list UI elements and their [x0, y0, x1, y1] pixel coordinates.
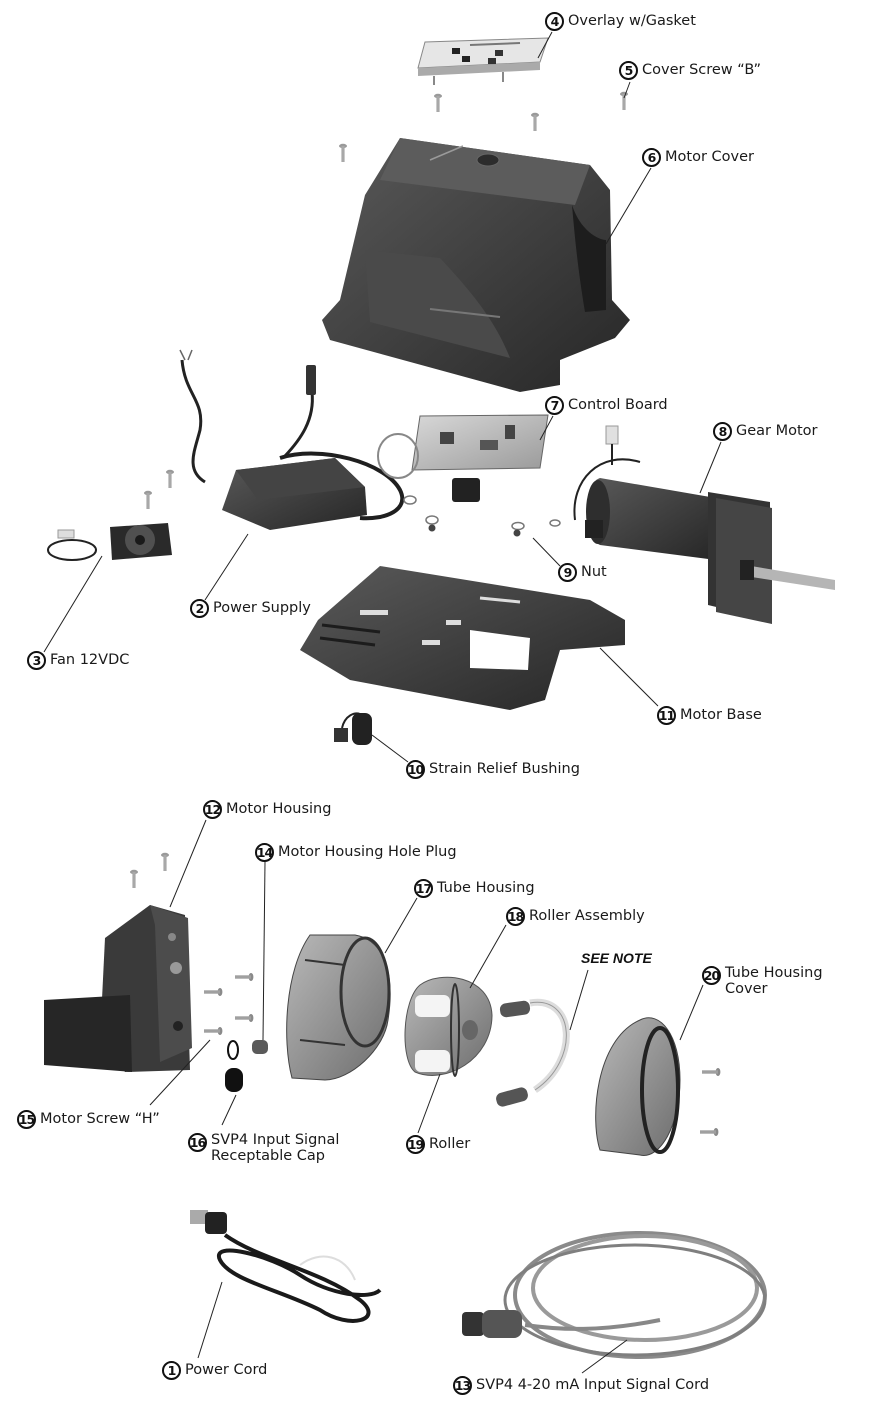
callout-number-badge: 11 [657, 706, 676, 725]
callout-label: Motor Screw “H” [40, 1110, 160, 1127]
callout-number-badge: 2 [190, 599, 209, 618]
callout-label: SVP4 Input Signal Receptable Cap [211, 1132, 340, 1164]
callout-number-badge: 7 [545, 396, 564, 415]
tube-housing-cover-part [595, 1017, 681, 1156]
callout-2: 2 Power Supply [190, 599, 311, 618]
motor-housing-hole-plug-part [252, 1040, 268, 1054]
callout-number-badge: 3 [27, 651, 46, 670]
screw-icon [531, 112, 539, 131]
callout-number-badge: 12 [203, 800, 222, 819]
callout-label: Tube Housing [437, 879, 535, 896]
callout-10: 10 Strain Relief Bushing [406, 760, 580, 779]
callout-label: Nut [581, 563, 607, 580]
callout-label: Roller [429, 1135, 471, 1152]
callout-3: 3 Fan 12VDC [27, 651, 129, 670]
motor-cover-part [322, 138, 630, 392]
callout-label: Strain Relief Bushing [429, 760, 580, 777]
screw-icon [204, 988, 223, 996]
nut-part [511, 519, 561, 537]
callout-17: 17 Tube Housing [414, 879, 535, 898]
callout-label: Tube Housing Cover [725, 965, 823, 997]
callout-9: 9 Nut [558, 563, 607, 582]
callout-16: 16 SVP4 Input Signal Receptable Cap [188, 1132, 340, 1165]
callout-label: Fan 12VDC [50, 651, 130, 668]
screw-icon [235, 1014, 254, 1022]
callout-7: 7 Control Board [545, 396, 668, 415]
overlay-gasket-part [417, 37, 549, 85]
roller-assembly-part [404, 976, 493, 1077]
callout-12: 12 Motor Housing [203, 800, 331, 819]
screw-icon [166, 469, 174, 488]
receptacle-cap-part [225, 1040, 243, 1092]
screw-icon [161, 852, 169, 871]
power-cord-part [190, 1210, 382, 1323]
screw-icon [144, 490, 152, 509]
callout-number-badge: 1 [162, 1361, 181, 1380]
callout-6: 6 Motor Cover [642, 148, 754, 167]
callout-18: 18 Roller Assembly [506, 907, 645, 926]
fan-part [47, 523, 172, 561]
callout-label: Gear Motor [736, 422, 818, 439]
screw-icon [339, 143, 347, 162]
signal-cord-part [462, 1231, 767, 1359]
tube-housing-part [286, 934, 391, 1081]
gear-motor-part [573, 425, 835, 624]
callout-label: Motor Housing [226, 800, 332, 817]
callout-number-badge: 15 [17, 1110, 36, 1129]
callout-11: 11 Motor Base [657, 706, 762, 725]
callout-number-badge: 6 [642, 148, 661, 167]
screw-icon [702, 1068, 721, 1076]
callout-20: 20 Tube Housing Cover [702, 965, 823, 998]
screw-icon [700, 1128, 719, 1136]
pump-tube-part [496, 998, 570, 1107]
see-note-label: SEE NOTE [581, 950, 652, 966]
strain-relief-bushing-part [334, 712, 372, 745]
power-supply-part [179, 349, 405, 530]
callout-label: Power Supply [213, 599, 311, 616]
callout-19: 19 Roller [406, 1135, 470, 1154]
callout-14: 14 Motor Housing Hole Plug [255, 843, 457, 862]
screw-icon [204, 1027, 223, 1035]
callout-number-badge: 5 [619, 61, 638, 80]
callout-number-badge: 14 [255, 843, 274, 862]
callout-label: Overlay w/Gasket [568, 12, 696, 29]
callout-label: Roller Assembly [529, 907, 645, 924]
callout-number-badge: 18 [506, 907, 525, 926]
callout-number-badge: 16 [188, 1133, 207, 1152]
callout-number-badge: 17 [414, 879, 433, 898]
callout-number-badge: 13 [453, 1376, 472, 1395]
leader-lines [43, 31, 722, 1374]
callout-label: SVP4 4-20 mA Input Signal Cord [476, 1376, 710, 1393]
motor-housing-part [44, 905, 192, 1072]
control-board-part [377, 414, 549, 532]
callout-4: 4 Overlay w/Gasket [545, 12, 696, 31]
screw-icon [620, 91, 628, 110]
screw-icon [434, 93, 442, 112]
motor-base-part [300, 566, 625, 710]
screw-icon [130, 869, 138, 888]
callout-number-badge: 20 [702, 966, 721, 985]
callout-label: Power Cord [185, 1361, 268, 1378]
callout-label: Control Board [568, 396, 668, 413]
callout-1: 1 Power Cord [162, 1361, 267, 1380]
callout-number-badge: 4 [545, 12, 564, 31]
callout-number-badge: 8 [713, 422, 732, 441]
callout-8: 8 Gear Motor [713, 422, 818, 441]
callout-5: 5 Cover Screw “B” [619, 61, 761, 80]
callout-13: 13 SVP4 4-20 mA Input Signal Cord [453, 1376, 709, 1395]
callout-number-badge: 10 [406, 760, 425, 779]
callout-label: Motor Base [680, 706, 762, 723]
callout-label: Cover Screw “B” [642, 61, 762, 78]
callout-number-badge: 9 [558, 563, 577, 582]
callout-label: Motor Housing Hole Plug [278, 843, 457, 860]
callout-label: Motor Cover [665, 148, 754, 165]
callout-number-badge: 19 [406, 1135, 425, 1154]
callout-15: 15 Motor Screw “H” [17, 1110, 160, 1129]
screw-icon [235, 973, 254, 981]
